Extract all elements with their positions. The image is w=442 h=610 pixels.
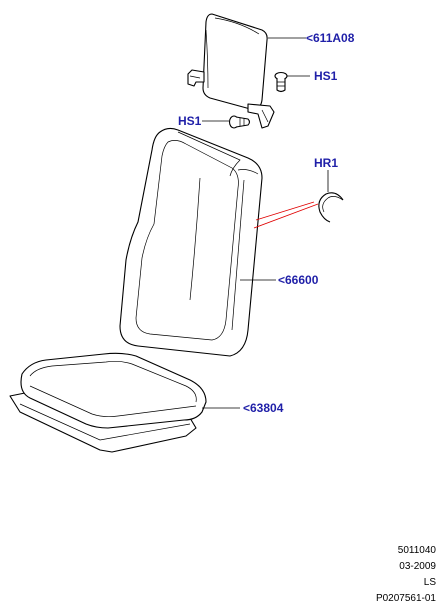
headrest-part[interactable] bbox=[187, 13, 275, 129]
hog-ring-part[interactable] bbox=[318, 192, 344, 223]
callout-63804: <63804 bbox=[243, 401, 284, 415]
callout-hs1-lower: HS1 bbox=[178, 114, 202, 128]
screw-hs1-upper[interactable] bbox=[274, 71, 288, 93]
red-leader-a bbox=[255, 201, 315, 221]
callout-hs1-upper: HS1 bbox=[314, 69, 338, 83]
footer-code: LS bbox=[423, 577, 436, 588]
footer-ref-number: 5011040 bbox=[397, 545, 436, 556]
cushion-part[interactable] bbox=[9, 352, 207, 453]
callout-611a08: <611A08 bbox=[306, 31, 355, 45]
footer-date: 03-2009 bbox=[399, 561, 436, 572]
backrest-part[interactable] bbox=[119, 127, 263, 357]
red-leader-b bbox=[253, 203, 319, 229]
callout-66600: <66600 bbox=[278, 273, 319, 287]
screw-hs1-lower[interactable] bbox=[228, 115, 251, 129]
footer-illustration-id: P0207561-01 bbox=[375, 593, 436, 604]
callout-hr1: HR1 bbox=[314, 156, 339, 170]
